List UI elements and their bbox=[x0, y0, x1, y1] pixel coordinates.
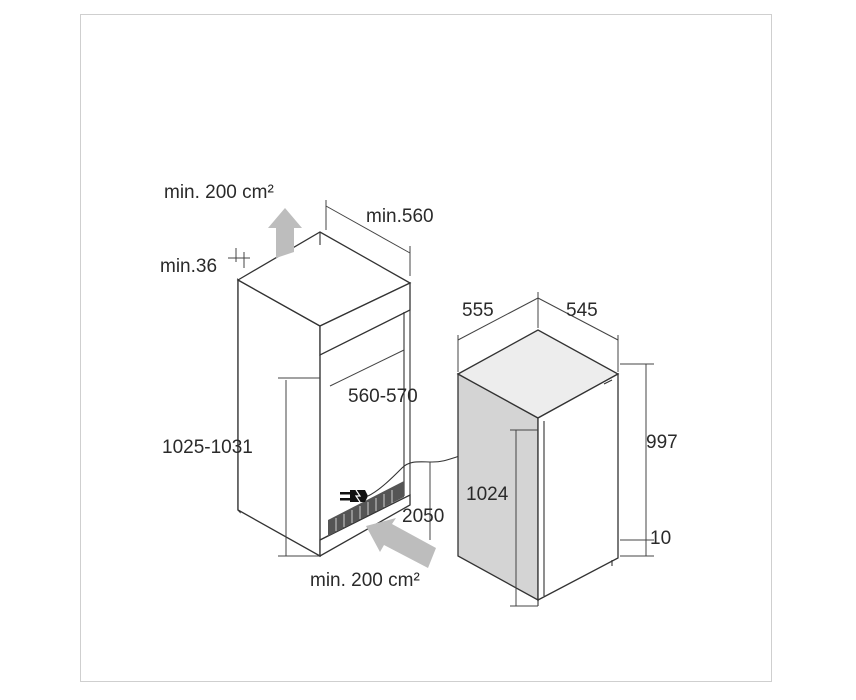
label-appliance-height: 997 bbox=[646, 432, 678, 453]
label-cable-length: 2050 bbox=[402, 506, 444, 527]
label-bottom-vent: min. 200 cm² bbox=[310, 570, 420, 591]
label-foot-height: 10 bbox=[650, 528, 671, 549]
label-appliance-width: 545 bbox=[566, 300, 598, 321]
appliance bbox=[456, 329, 620, 606]
power-cable bbox=[367, 455, 461, 497]
vent-arrow-in-icon bbox=[366, 518, 436, 568]
label-door-height: 1024 bbox=[466, 484, 509, 505]
dimension-lines bbox=[228, 200, 654, 607]
label-top-vent: min. 200 cm² bbox=[164, 182, 274, 203]
label-niche-height: 1025-1031 bbox=[162, 437, 253, 458]
power-plug-icon bbox=[340, 489, 368, 503]
bottom-vent-grille bbox=[328, 481, 404, 536]
label-top-gap-min: min.36 bbox=[160, 256, 217, 277]
diagram-frame bbox=[80, 14, 772, 682]
label-appliance-depth: 555 bbox=[462, 300, 494, 321]
label-niche-width-min: min.560 bbox=[366, 206, 434, 227]
vent-arrow-up-icon bbox=[268, 208, 302, 258]
label-inner-width: 560-570 bbox=[348, 386, 418, 407]
